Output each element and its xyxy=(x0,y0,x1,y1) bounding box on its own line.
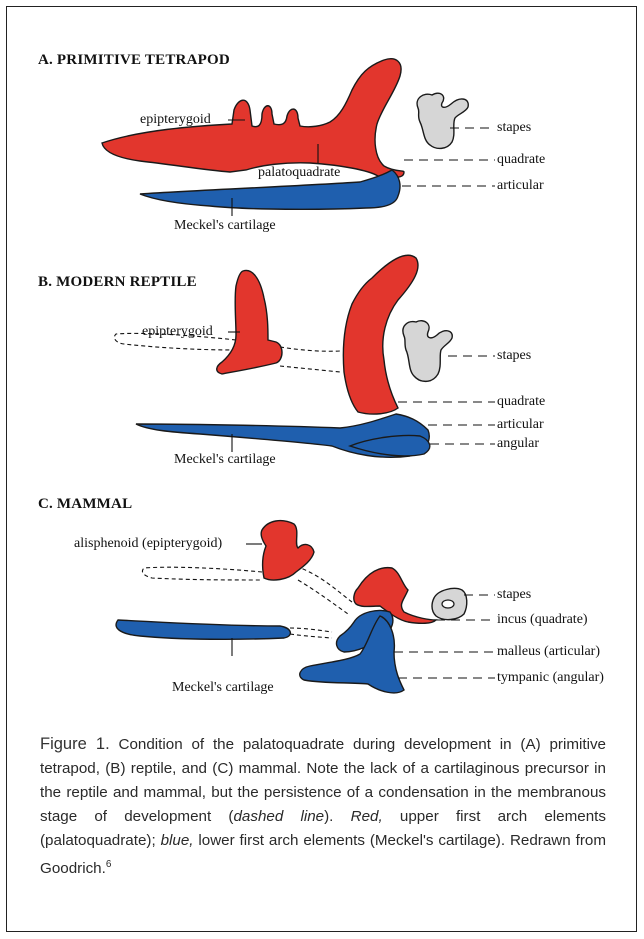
label-epipterygoid-a: epipterygoid xyxy=(140,112,211,128)
label-alisphenoid-c: alisphenoid (epipterygoid) xyxy=(74,536,222,552)
panel-a-heading: A. PRIMITIVE TETRAPOD xyxy=(38,52,230,69)
stapes-b xyxy=(403,321,452,382)
label-epipterygoid-b: epipterygoid xyxy=(142,324,213,340)
panel-b-heading: B. MODERN REPTILE xyxy=(38,274,197,291)
label-quadrate-b: quadrate xyxy=(497,394,545,410)
label-angular-b: angular xyxy=(497,436,539,452)
caption-blue: blue, xyxy=(161,832,194,849)
caption-ref-a: (A) xyxy=(520,736,540,753)
dashed-condensation-b-mid xyxy=(280,347,340,372)
label-meckels-c: Meckel's cartilage xyxy=(172,680,274,696)
caption-reference-number: 6 xyxy=(106,859,112,870)
caption-ref-c: (C) xyxy=(212,760,233,777)
epipterygoid-b xyxy=(217,270,282,374)
label-articular-b: articular xyxy=(497,417,544,433)
label-tympanic-c: tympanic (angular) xyxy=(497,670,604,686)
label-stapes-c: stapes xyxy=(497,587,531,603)
label-quadrate-a: quadrate xyxy=(497,152,545,168)
stapes-c-hole xyxy=(442,600,454,608)
label-meckels-a: Meckel's cartilage xyxy=(174,218,276,234)
caption-ref-b: (B) xyxy=(105,760,125,777)
alisphenoid-c xyxy=(261,521,314,580)
label-palatoquadrate-a: palatoquadrate xyxy=(258,165,340,181)
figure-caption: Figure 1. Condition of the palatoquadrat… xyxy=(40,732,606,881)
caption-figure-number: Figure 1. xyxy=(40,735,110,753)
label-incus-c: incus (quadrate) xyxy=(497,612,588,628)
label-articular-a: articular xyxy=(497,178,544,194)
stapes-a xyxy=(417,93,468,148)
dashed-condensation-c-left xyxy=(142,567,262,580)
label-malleus-c: malleus (articular) xyxy=(497,644,600,660)
caption-text-5: ). xyxy=(324,808,350,825)
dashed-condensation-c-low xyxy=(290,628,332,638)
label-meckels-b: Meckel's cartilage xyxy=(174,452,276,468)
caption-text-1: Condition of the palatoquadrate during d… xyxy=(110,736,521,753)
caption-red: Red, xyxy=(351,808,383,825)
label-stapes-b: stapes xyxy=(497,348,531,364)
label-stapes-a: stapes xyxy=(497,120,531,136)
dashed-condensation-c-mid xyxy=(296,566,352,614)
caption-dashed-line: dashed line xyxy=(233,808,324,825)
panel-c-heading: C. MAMMAL xyxy=(38,496,132,513)
caption-text-3: reptile, and xyxy=(126,760,213,777)
meckels-cartilage-c xyxy=(116,620,290,639)
